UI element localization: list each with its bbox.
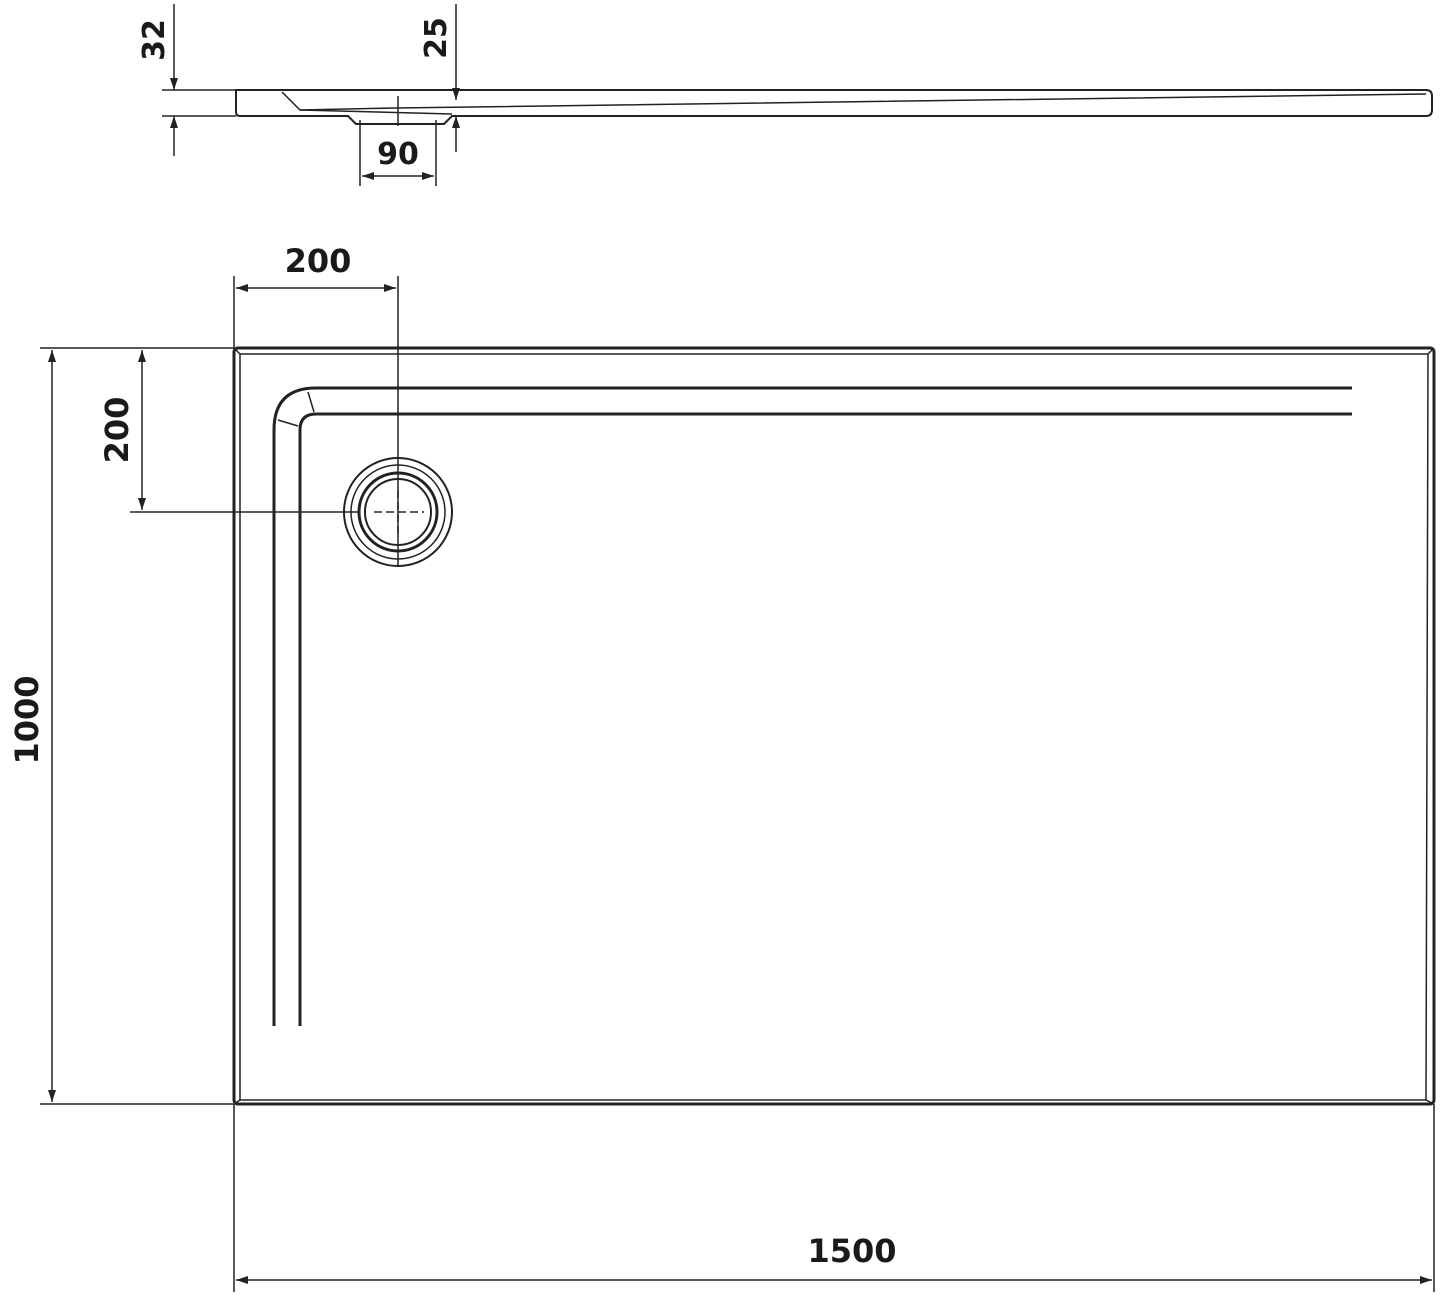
dim-label-200-horizontal: 200 [285,242,352,280]
tray-corner-br [1425,1099,1435,1105]
side-profile-outline [235,89,1433,125]
channel-inner [298,412,1352,1026]
dim-label-200-vertical: 200 [98,397,136,464]
dim-label-1500: 1500 [807,1232,896,1270]
tray-outline [232,346,1436,1106]
tray-corner-bl [233,1099,241,1105]
dim-label-25: 25 [419,17,454,59]
channel-corner-seam-2 [277,419,299,427]
tray-corner-tl [233,347,241,355]
tray-corner-tr [1427,347,1435,355]
plan-view: 200 200 1000 1500 [8,242,1436,1292]
dim-label-90: 90 [377,137,419,172]
channel-corner-seam-1 [307,391,315,413]
dim-label-32: 32 [137,19,172,61]
channel-outer [272,386,1352,1026]
tray-inner-border [239,353,1429,1101]
side-view: 32 25 90 [137,4,1433,186]
side-profile-slope [281,91,1427,111]
side-profile-inner [299,109,453,115]
dim-label-1000: 1000 [8,675,46,764]
